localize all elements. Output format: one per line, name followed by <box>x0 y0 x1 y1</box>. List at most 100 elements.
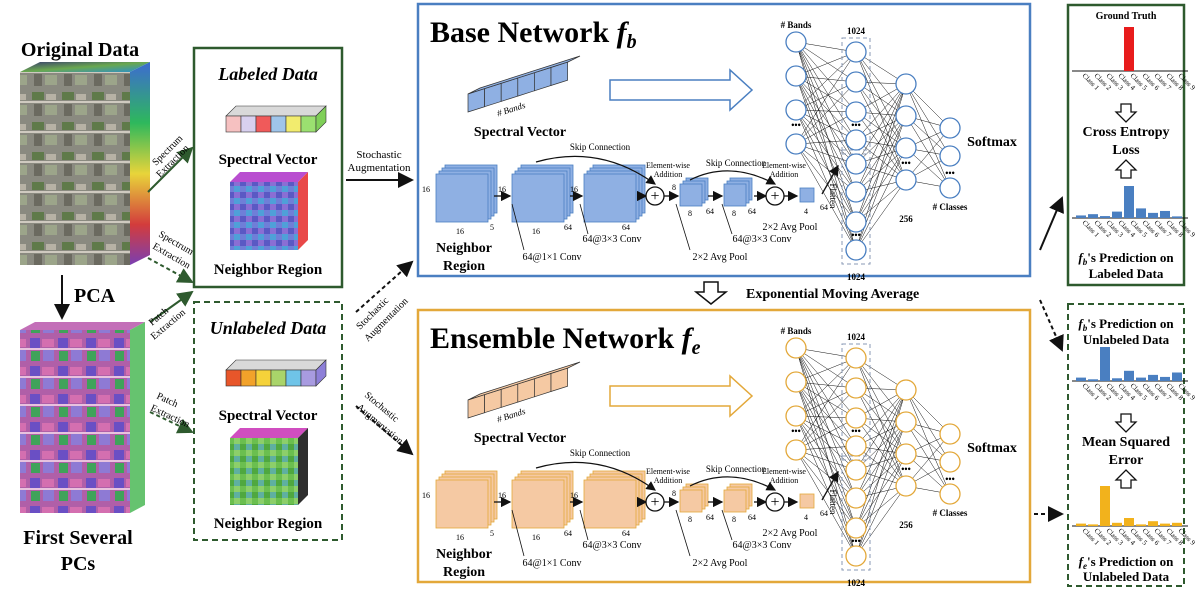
ens-net-mlp-edge <box>795 449 857 557</box>
base-net-conv2-label: 64@3×3 Conv <box>582 234 641 245</box>
base-net-hidden2-neuron <box>895 105 917 127</box>
ens-net-hidden1-neuron <box>845 435 867 457</box>
base-net-mlp-edge <box>795 143 857 193</box>
ens-net-elementwise2-1: Element-wise <box>762 467 806 476</box>
ens-net-mlp-edge <box>855 453 907 499</box>
base-net-mlp-edge <box>855 83 907 193</box>
ens-net-hidden1-neuron <box>845 487 867 509</box>
base-net-mlp-edge <box>855 115 907 223</box>
base-net-mlp-edge <box>855 83 907 141</box>
unlabeled-fb-chart-bar <box>1136 377 1146 381</box>
stochastic-aug-top-2: Augmentation <box>348 162 411 174</box>
base-net-flatten-arrow <box>821 164 839 195</box>
base-net-hidden1-neuron <box>845 71 867 93</box>
ens-net-input-neuron <box>785 439 807 461</box>
base-net-conv1-label: 64@1×1 Conv <box>522 252 581 263</box>
ens-net-mlp-edge <box>855 387 907 487</box>
base-net-hidden1-neuron <box>845 129 867 151</box>
base-net-hidden1-neuron <box>845 211 867 233</box>
base-net-mlp-edge <box>855 51 907 117</box>
ens-net-input-neuron <box>785 371 807 393</box>
ens-net-mlp-edge <box>795 381 857 419</box>
base-net-input-neuron <box>785 65 807 87</box>
stochastic-aug-arrow-mid <box>355 260 414 313</box>
ens-net-dots: ••• <box>945 474 954 484</box>
unlabeled-fb-chart-bar <box>1160 376 1170 381</box>
ens-net-mlp-edge <box>795 387 857 451</box>
ens-net-conv3-block-slice <box>723 489 747 513</box>
ens-net-mlp-edge <box>795 381 857 471</box>
base-net-skip2-label: Skip Connection <box>706 158 767 168</box>
original-data-title: Original Data <box>21 39 139 61</box>
ens-net-mlp-edge <box>855 357 907 487</box>
patch-extraction-arrow-solid <box>149 290 194 323</box>
ens-net-hidden2-neuron <box>895 443 917 465</box>
unlabeled-fb-chart-bar <box>1112 378 1122 381</box>
base-net-input-patch-slice <box>435 173 489 223</box>
ens-net-conv3-block <box>723 483 753 513</box>
base-net-input-neuron <box>785 99 807 121</box>
unlabeled-fe-chart-bar <box>1160 523 1170 526</box>
base-net-classes: # Classes <box>933 202 968 212</box>
unlabeled-fb-chart-bar <box>1124 370 1134 381</box>
base-net-output-neuron <box>939 117 961 139</box>
ens-net-mlp-edge <box>855 421 907 529</box>
base-net-mlp-edge <box>795 109 857 141</box>
base-net-output-neuron <box>939 177 961 199</box>
ground-truth-title: Ground Truth <box>1096 11 1157 22</box>
ens-net-elementwise1-2: Addition <box>654 476 682 485</box>
base-net-mlp-edge <box>855 115 907 193</box>
ens-net-conv2-leader <box>579 509 589 541</box>
base-net-conv2-leader <box>579 203 589 235</box>
labeled-neighbor-region-label: Neighbor Region <box>214 262 323 278</box>
base-net-add1-plus: + <box>650 188 659 205</box>
ens-net-dim: 16 <box>532 533 540 542</box>
labeled-prediction-chart-bar <box>1112 211 1122 218</box>
labeled-spectral-vector <box>225 105 327 133</box>
base-net-dim: 8 <box>688 209 692 218</box>
ens-net-conv2-label: 64@3×3 Conv <box>582 540 641 551</box>
ens-net-pool2-label: 2×2 Avg Pool <box>763 528 818 539</box>
labeled-prediction-caption-1: fb's Prediction on <box>1078 250 1174 267</box>
base-net-elementwise2-2: Addition <box>770 170 798 179</box>
base-net-mlp-edge <box>795 75 857 193</box>
unlabeled-fb-chart-bar <box>1088 379 1098 381</box>
unlabeled-fe-chart-bar <box>1124 518 1134 526</box>
ens-net-hidden1-neuron <box>845 347 867 369</box>
ens-net-pool1-leader <box>675 509 691 557</box>
base-net-conv1-leader <box>511 203 525 251</box>
base-net-dim: 64 <box>564 223 572 232</box>
unlabeled-fb-chart-bar <box>1100 347 1110 381</box>
ens-net-skip2-curve <box>689 476 777 491</box>
unlabeled-fe-chart-bar <box>1088 524 1098 526</box>
ens-net-mlp-edge <box>795 357 857 451</box>
ema-label: Exponential Moving Average <box>746 287 919 302</box>
pca-label: PCA <box>74 285 116 307</box>
unlabeled-data-title: Unlabeled Data <box>210 318 327 338</box>
labeled-prediction-chart-bar <box>1100 216 1110 218</box>
down-arrow-icon <box>1114 103 1138 123</box>
ens-net-conv3-leader <box>721 509 733 541</box>
base-net-dim: 64 <box>748 207 756 216</box>
ens-net-dim: 16 <box>456 533 464 542</box>
base-net-conv2-block-slice <box>583 173 637 223</box>
ens-net-classes: # Classes <box>933 508 968 518</box>
ens-net-mlp-edge <box>855 453 907 557</box>
stochastic-aug-top-1: Stochastic <box>356 149 401 161</box>
ens-net-mlp-edge <box>795 387 857 417</box>
labeled-spectral-vector-label: Spectral Vector <box>219 152 318 168</box>
base-net-skip1-curve <box>535 155 656 185</box>
ens-net-dots: ••• <box>901 464 910 474</box>
down-arrow-icon <box>1114 413 1138 433</box>
ens-net-mlp-edge <box>795 347 857 389</box>
labeled-prediction-chart-bar <box>1124 186 1134 218</box>
ens-net-mlp-edge <box>795 347 857 419</box>
base-net-pool1-block-slice <box>679 183 703 207</box>
ens-net-mlp-edge <box>855 357 907 455</box>
ens-net-neighbor-label-2: Region <box>443 565 485 580</box>
ens-net-border <box>416 308 1032 584</box>
spectral-vector-cell <box>550 61 568 86</box>
